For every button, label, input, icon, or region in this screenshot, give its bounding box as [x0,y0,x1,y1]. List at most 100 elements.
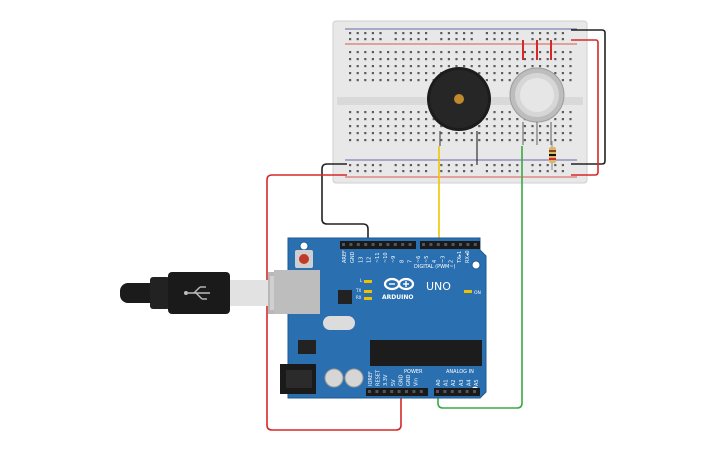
header-pin[interactable] [450,390,454,393]
breadboard-hole[interactable] [371,170,374,173]
breadboard-hole[interactable] [409,38,412,41]
breadboard-hole[interactable] [470,58,473,61]
breadboard-hole[interactable] [561,125,564,128]
breadboard-hole[interactable] [387,111,390,114]
breadboard-hole[interactable] [485,118,488,121]
breadboard-hole[interactable] [356,164,359,167]
breadboard-hole[interactable] [379,125,382,128]
breadboard-hole[interactable] [402,79,405,82]
breadboard-hole[interactable] [440,58,443,61]
breadboard-hole[interactable] [417,125,420,128]
breadboard-hole[interactable] [554,58,557,61]
breadboard-hole[interactable] [508,164,511,167]
breadboard-hole[interactable] [409,125,412,128]
breadboard-hole[interactable] [470,170,473,173]
breadboard-hole[interactable] [402,51,405,54]
breadboard-hole[interactable] [508,72,511,75]
breadboard-hole[interactable] [364,79,367,82]
breadboard-hole[interactable] [523,125,526,128]
breadboard-hole[interactable] [485,65,488,68]
breadboard-hole[interactable] [371,72,374,75]
breadboard-hole[interactable] [394,65,397,68]
breadboard-hole[interactable] [539,132,542,135]
breadboard-hole[interactable] [447,58,450,61]
breadboard-hole[interactable] [485,72,488,75]
breadboard-hole[interactable] [440,139,443,142]
breadboard-hole[interactable] [402,38,405,41]
breadboard-hole[interactable] [546,132,549,135]
breadboard-hole[interactable] [379,132,382,135]
header-pin[interactable] [429,243,433,246]
breadboard-hole[interactable] [569,79,572,82]
breadboard-hole[interactable] [508,38,511,41]
breadboard-hole[interactable] [379,38,382,41]
breadboard-hole[interactable] [546,125,549,128]
breadboard-hole[interactable] [364,111,367,114]
breadboard-hole[interactable] [379,111,382,114]
breadboard-hole[interactable] [554,132,557,135]
breadboard-hole[interactable] [394,32,397,35]
breadboard-hole[interactable] [463,32,466,35]
breadboard-hole[interactable] [417,32,420,35]
resistor-icon[interactable] [549,141,556,170]
breadboard-hole[interactable] [470,38,473,41]
breadboard-hole[interactable] [539,58,542,61]
breadboard-hole[interactable] [485,125,488,128]
breadboard-hole[interactable] [402,58,405,61]
breadboard-hole[interactable] [371,58,374,61]
breadboard-hole[interactable] [364,164,367,167]
breadboard-hole[interactable] [432,72,435,75]
breadboard-hole[interactable] [546,38,549,41]
breadboard-hole[interactable] [485,38,488,41]
breadboard-hole[interactable] [470,164,473,167]
breadboard-hole[interactable] [561,118,564,121]
breadboard-hole[interactable] [371,32,374,35]
breadboard-hole[interactable] [425,139,428,142]
breadboard-hole[interactable] [569,51,572,54]
breadboard-hole[interactable] [455,170,458,173]
breadboard-hole[interactable] [546,65,549,68]
breadboard-hole[interactable] [379,72,382,75]
breadboard-hole[interactable] [546,139,549,142]
breadboard-hole[interactable] [485,79,488,82]
breadboard-hole[interactable] [402,164,405,167]
breadboard-hole[interactable] [455,58,458,61]
breadboard-hole[interactable] [493,38,496,41]
breadboard-hole[interactable] [569,118,572,121]
breadboard-hole[interactable] [447,38,450,41]
breadboard-hole[interactable] [349,164,352,167]
gas-sensor-icon[interactable] [509,67,565,145]
breadboard-hole[interactable] [531,58,534,61]
breadboard-hole[interactable] [493,79,496,82]
breadboard-hole[interactable] [470,132,473,135]
breadboard-hole[interactable] [508,65,511,68]
breadboard-hole[interactable] [394,111,397,114]
breadboard-hole[interactable] [569,139,572,142]
breadboard-hole[interactable] [447,164,450,167]
header-pin[interactable] [342,243,345,246]
breadboard-hole[interactable] [516,72,519,75]
header-pin[interactable] [379,243,382,246]
breadboard-hole[interactable] [394,125,397,128]
breadboard-hole[interactable] [379,32,382,35]
breadboard-hole[interactable] [417,51,420,54]
breadboard-hole[interactable] [561,72,564,75]
breadboard-hole[interactable] [463,65,466,68]
breadboard-hole[interactable] [493,170,496,173]
breadboard-hole[interactable] [531,65,534,68]
breadboard-hole[interactable] [432,132,435,135]
breadboard-hole[interactable] [455,51,458,54]
breadboard-hole[interactable] [455,139,458,142]
breadboard-hole[interactable] [485,58,488,61]
header-pin[interactable] [405,390,408,393]
breadboard-hole[interactable] [561,79,564,82]
breadboard-hole[interactable] [493,58,496,61]
breadboard-hole[interactable] [546,58,549,61]
breadboard-hole[interactable] [379,65,382,68]
header-pin[interactable] [412,390,416,393]
breadboard-hole[interactable] [409,164,412,167]
breadboard-hole[interactable] [501,38,504,41]
breadboard-hole[interactable] [356,125,359,128]
breadboard-hole[interactable] [561,65,564,68]
breadboard-hole[interactable] [561,111,564,114]
